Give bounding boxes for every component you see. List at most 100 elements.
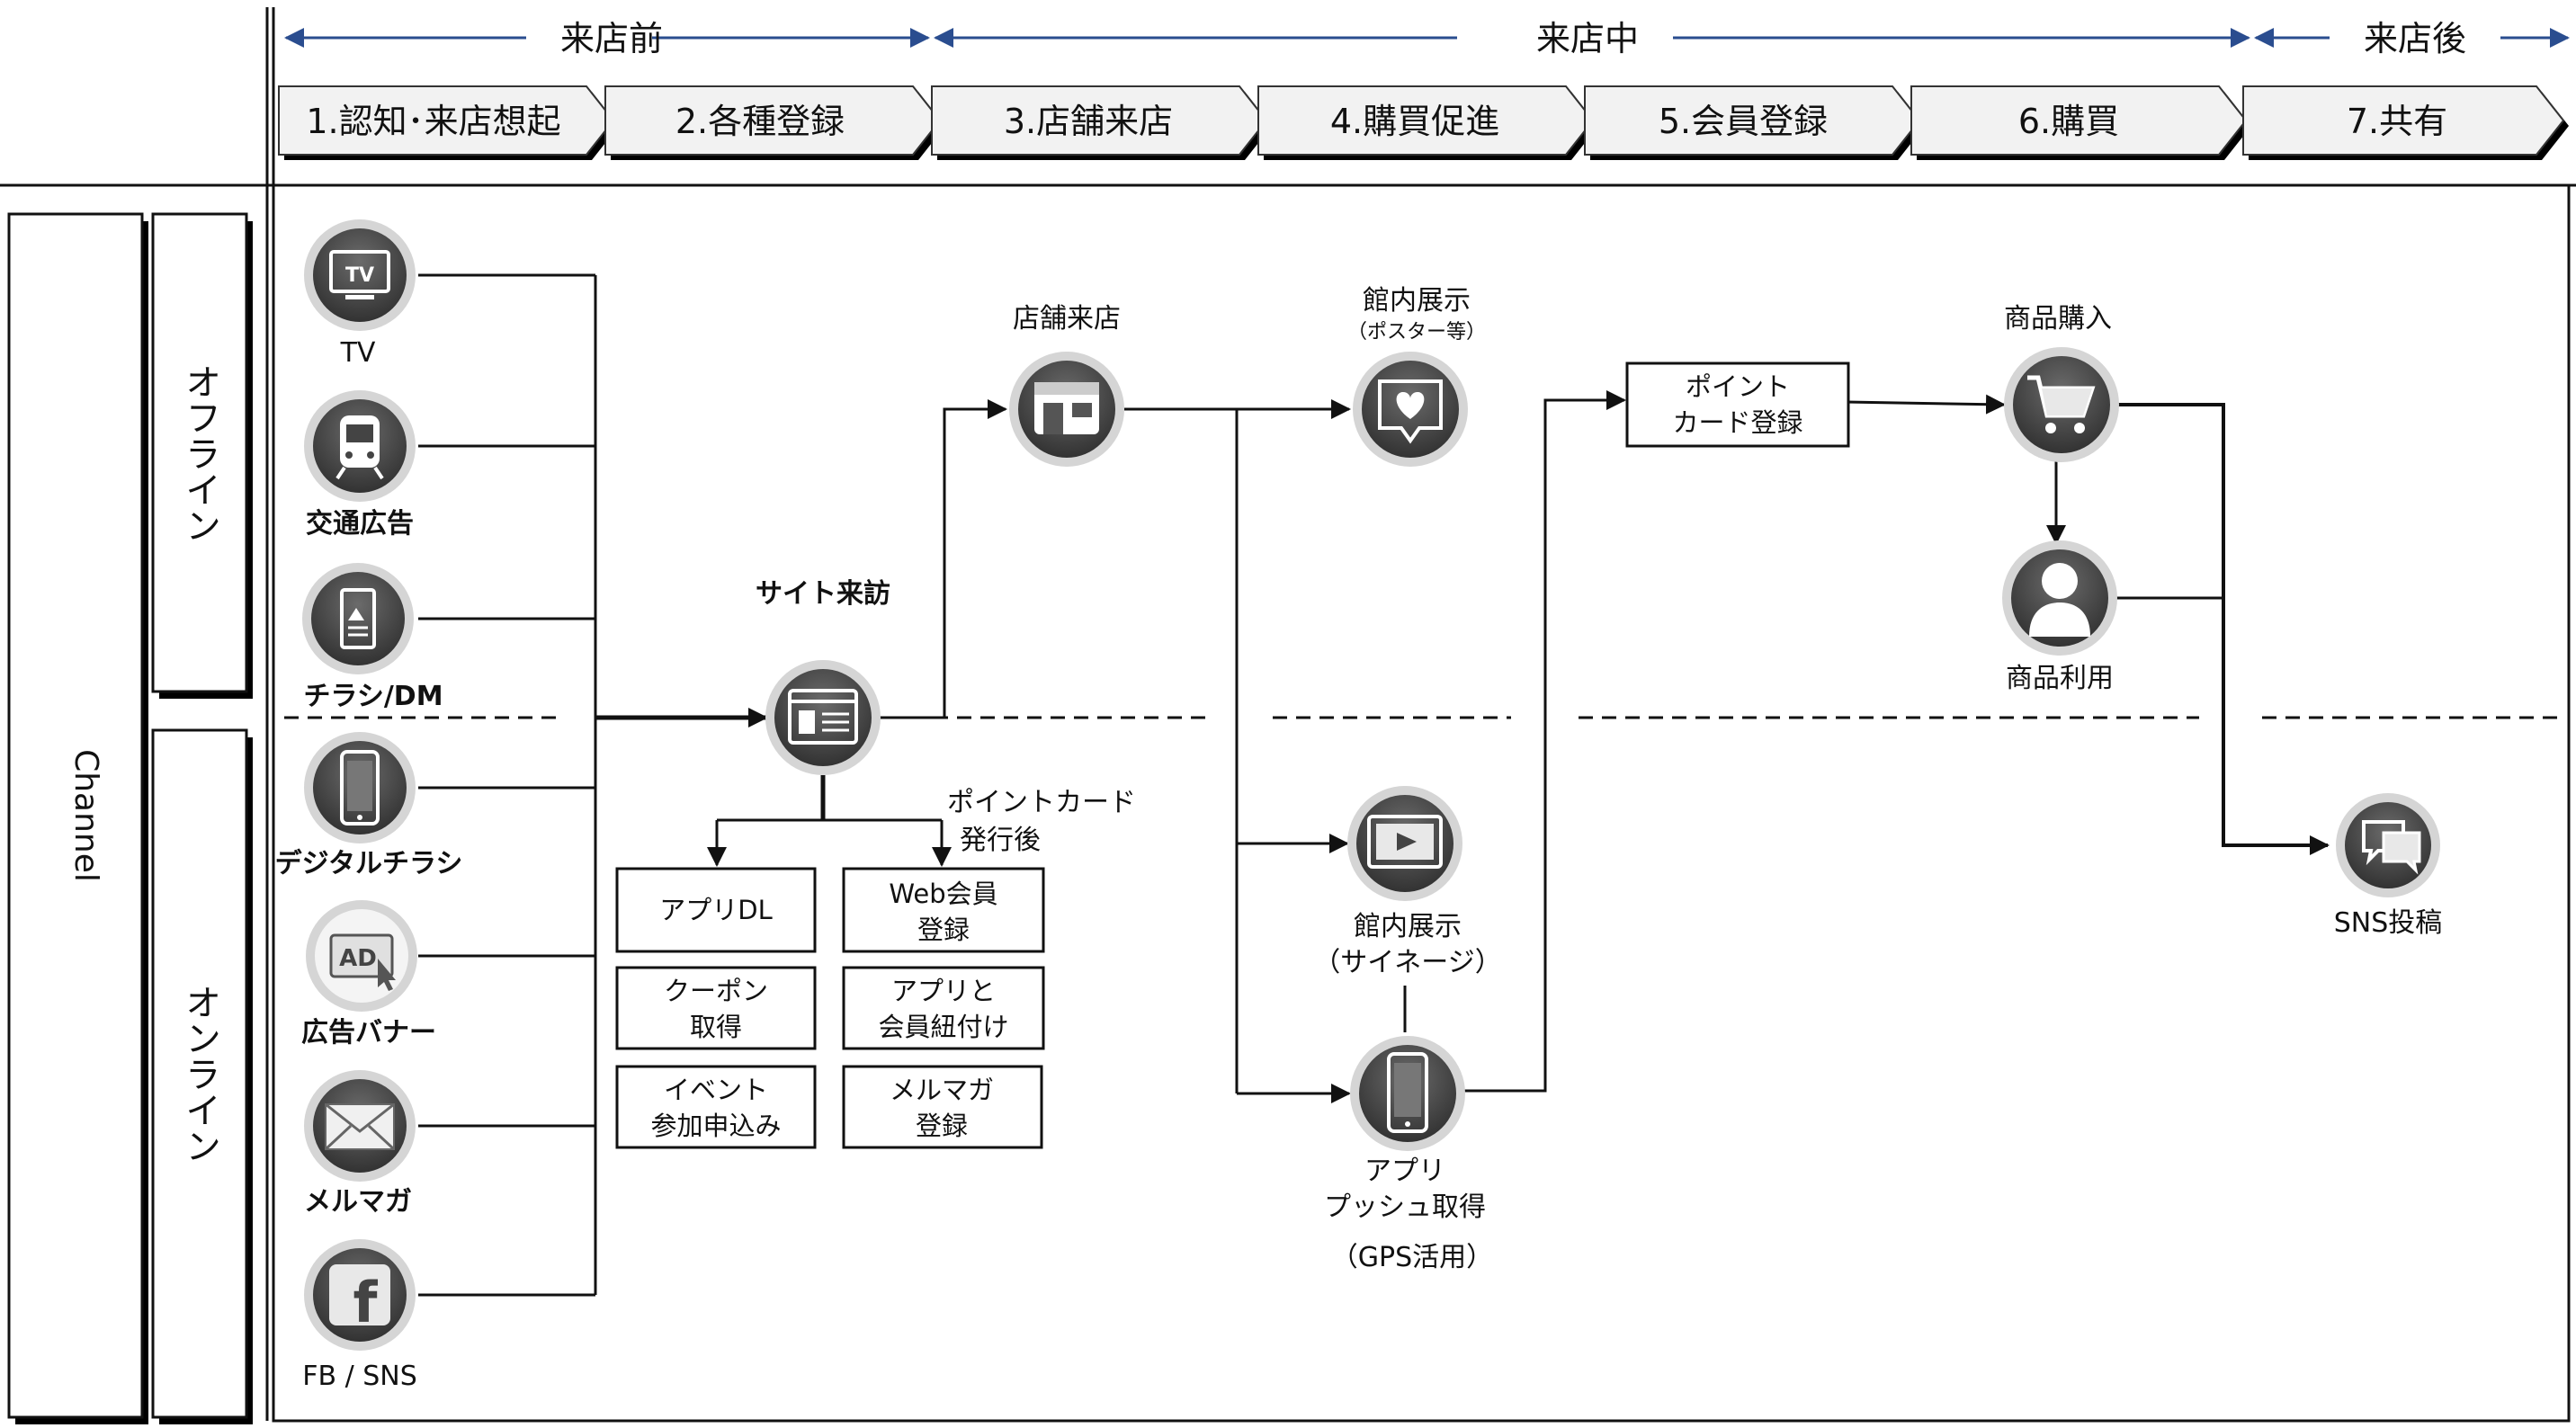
box-web-member-line-1: Web会員 <box>889 879 997 909</box>
box-coupon: クーポン 取得 <box>615 966 817 1050</box>
box-web-member-line-2: 登録 <box>917 915 970 945</box>
source-digital-flyer-label: デジタルチラシ <box>275 848 463 879</box>
phase-row: 来店前 来店中 来店後 <box>284 19 2570 58</box>
display-poster-node: 館内展示 （ポスター等） <box>1347 285 1486 467</box>
person-icon <box>2029 563 2090 637</box>
chat-bubbles-icon <box>2362 820 2421 875</box>
product-use-node: 商品利用 <box>2002 540 2117 694</box>
step-3: 3.店舗来店 <box>931 85 1272 160</box>
frame <box>0 7 2576 1423</box>
lane-offline-label: オフライン <box>179 363 220 543</box>
registration-boxes: アプリDL Web会員 登録 クーポン 取得 アプリと 会員紐付け イベント 参… <box>615 867 1045 1149</box>
step-5: 5.会員登録 <box>1584 85 1925 160</box>
channel-column: Channel <box>7 212 148 1424</box>
source-flyer-dm-label: チラシ/DM <box>303 681 443 712</box>
box-app-link-line-1: アプリと <box>891 976 996 1006</box>
point-card-registration-line-1: ポイント <box>1686 371 1790 402</box>
sns-post-node: SNS投稿 <box>2334 793 2443 939</box>
source-fb-sns: f FB / SNS <box>302 1239 417 1392</box>
tv-icon: TV <box>329 250 390 299</box>
step-1-label: 1.認知･来店想起 <box>306 102 560 141</box>
source-tv-label: TV <box>340 337 376 369</box>
store-visit-label: 店舗来店 <box>1013 303 1121 335</box>
box-web-member: Web会員 登録 <box>842 867 1045 953</box>
source-mail-magazine-label: メルマガ <box>304 1186 412 1218</box>
source-ad-banner-label: 広告バナー <box>301 1017 436 1049</box>
phase-after: 来店後 <box>2364 19 2466 58</box>
source-digital-flyer: デジタルチラシ <box>275 732 463 879</box>
step-6-label: 6.購買 <box>2018 102 2119 141</box>
step-5-label: 5.会員登録 <box>1659 102 1828 141</box>
box-coupon-line-2: 取得 <box>690 1012 742 1042</box>
step-2-label: 2.各種登録 <box>675 102 845 141</box>
source-transit-ad: 交通広告 <box>304 390 416 540</box>
app-push-line-2: プッシュ取得 <box>1324 1191 1486 1223</box>
point-card-registration-box: ポイント カード登録 <box>1625 361 1850 448</box>
phase-during: 来店中 <box>1536 19 1639 58</box>
envelope-icon <box>324 1102 396 1151</box>
app-push-line-1: アプリ <box>1364 1156 1445 1187</box>
box-mail-registration: メルマガ 登録 <box>842 1065 1043 1149</box>
site-visit-label: サイト来訪 <box>756 578 890 610</box>
mobile-phone-icon <box>1387 1052 1428 1133</box>
box-app-dl-line-1: アプリDL <box>659 895 773 925</box>
store-icon <box>1034 382 1099 434</box>
video-play-icon <box>1367 815 1443 869</box>
channel-label: Channel <box>67 749 104 882</box>
facebook-icon: f <box>329 1264 390 1335</box>
source-ad-banner: AD 広告バナー <box>301 900 436 1049</box>
step-2: 2.各種登録 <box>604 85 945 160</box>
box-mail-registration-line-2: 登録 <box>916 1111 968 1141</box>
point-card-note-line-1: ポイントカード <box>947 787 1136 818</box>
lane-online-label: オンライン <box>179 984 220 1164</box>
tv-icon-text: TV <box>345 264 374 287</box>
product-purchase-node: 商品購入 <box>2004 303 2119 462</box>
product-use-label: 商品利用 <box>2006 663 2114 694</box>
source-transit-ad-label: 交通広告 <box>306 508 414 540</box>
box-coupon-line-1: クーポン <box>664 976 768 1006</box>
point-card-note-line-2: 発行後 <box>960 825 1041 856</box>
step-6: 6.購買 <box>1910 85 2251 160</box>
step-3-label: 3.店舗来店 <box>1004 102 1173 141</box>
source-flyer-dm: チラシ/DM <box>302 563 443 712</box>
step-7: 7.共有 <box>2242 85 2569 160</box>
display-poster-note: （ポスター等） <box>1347 321 1486 344</box>
step-1: 1.認知･来店想起 <box>278 85 619 160</box>
ad-banner-icon: AD <box>329 933 396 991</box>
flyer-icon <box>340 588 376 649</box>
box-app-dl: アプリDL <box>615 867 817 953</box>
display-signage-line-1: 館内展示 <box>1354 911 1462 942</box>
box-mail-registration-line-1: メルマガ <box>890 1075 994 1105</box>
source-mail-magazine: メルマガ <box>304 1070 416 1218</box>
app-push-node: アプリ プッシュ取得 （GPS活用） <box>1324 1036 1493 1273</box>
step-4: 4.購買促進 <box>1257 85 1598 160</box>
phase-before: 来店前 <box>560 19 663 58</box>
shopping-cart-icon <box>2027 375 2096 433</box>
smartphone-icon <box>340 750 380 826</box>
box-event-line-2: 参加申込み <box>650 1111 781 1141</box>
app-push-line-3: （GPS活用） <box>1331 1242 1493 1273</box>
connectors <box>418 273 2330 1297</box>
store-visit-node: 店舗来店 <box>1009 303 1124 467</box>
lane-online: オンライン <box>151 728 253 1424</box>
browser-icon <box>788 689 858 745</box>
source-fb-sns-label: FB / SNS <box>302 1361 417 1392</box>
ad-banner-icon-text: AD <box>339 945 377 972</box>
source-tv: TV TV <box>304 219 416 369</box>
step-4-label: 4.購買促進 <box>1330 102 1499 141</box>
display-signage-node: 館内展示 （サイネージ） <box>1313 786 1502 978</box>
point-card-note: ポイントカード 発行後 <box>947 787 1136 856</box>
train-icon <box>335 415 384 480</box>
display-signage-line-2: （サイネージ） <box>1313 947 1501 978</box>
facebook-icon-text: f <box>353 1270 379 1335</box>
point-card-registration-line-2: カード登録 <box>1672 407 1802 438</box>
product-purchase-label: 商品購入 <box>2004 303 2112 335</box>
sns-post-label: SNS投稿 <box>2334 907 2443 939</box>
step-7-label: 7.共有 <box>2347 102 2447 141</box>
heart-message-icon <box>1378 379 1443 444</box>
step-row: 1.認知･来店想起 2.各種登録 3.店舗来店 4.購買促進 5.会員登録 6.… <box>278 85 2569 160</box>
box-event-line-1: イベント <box>664 1075 768 1105</box>
site-visit-node: サイト来訪 <box>756 578 890 775</box>
box-app-link-line-2: 会員紐付け <box>878 1012 1008 1042</box>
